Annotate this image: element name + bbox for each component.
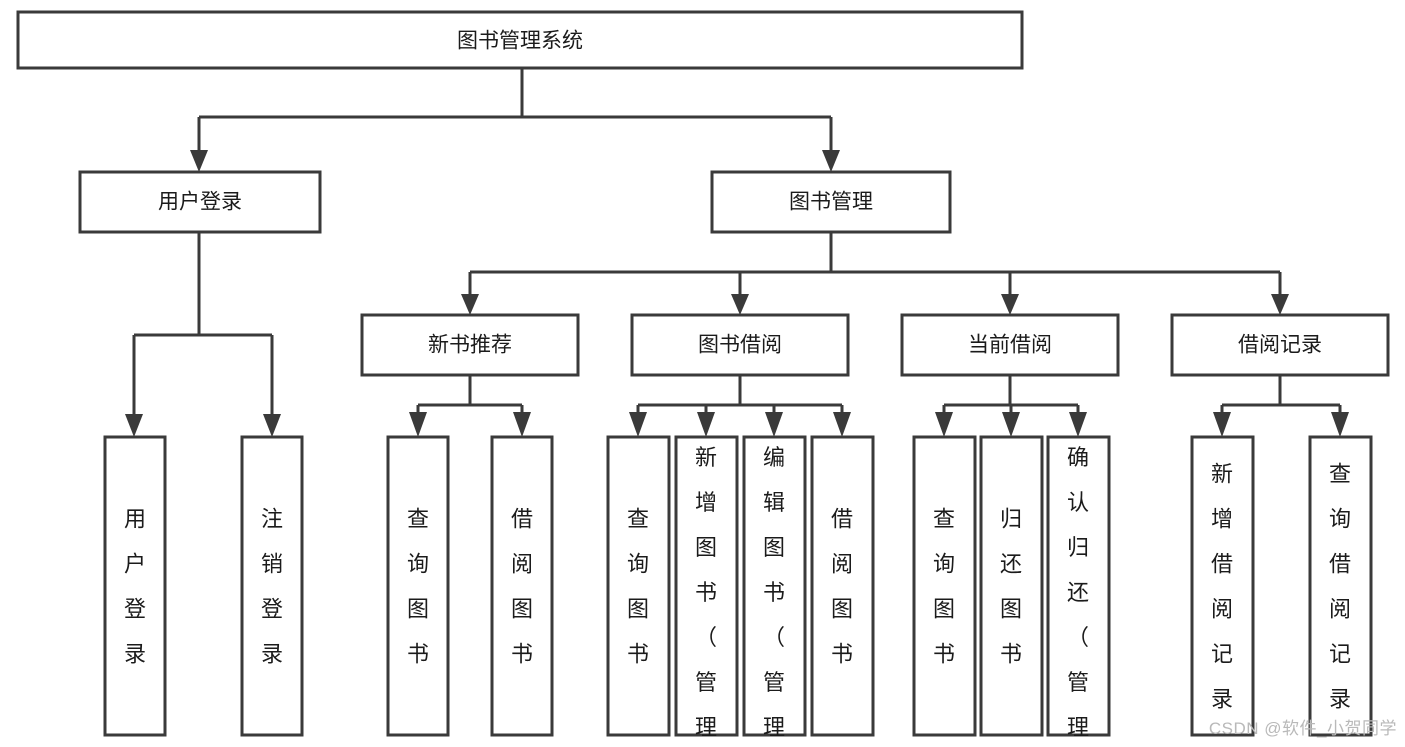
leaf-node[interactable]: 确认归还（管理员）	[1046, 435, 1111, 747]
node-new-book-recommend[interactable]: 新书推荐	[360, 313, 580, 377]
arrow-head-borrow-leaf-2	[697, 412, 715, 437]
arrow-head-book-borrow	[731, 294, 749, 315]
leaf-current-confirm-return-box[interactable]	[1046, 435, 1111, 737]
leaf-borrow-borrow-book-label: 借阅图书	[831, 507, 853, 667]
arrow-head-current-leaf-1	[935, 412, 953, 437]
leaf-record-query-label: 查询借阅记录	[1329, 462, 1351, 712]
node-new-book-recommend-box[interactable]	[360, 313, 580, 377]
node-book-borrow-label: 图书借阅	[698, 334, 782, 357]
leaf-recommend-borrow-book-label: 借阅图书	[511, 507, 533, 667]
leaf-node[interactable]: 查询图书	[912, 435, 977, 737]
leaf-current-query-book-box[interactable]	[912, 435, 977, 737]
arrow-head-user-login	[190, 150, 208, 172]
leaf-node[interactable]: 查询借阅记录	[1308, 435, 1373, 737]
arrow-head-current-leaf-3	[1069, 412, 1087, 437]
node-user-login-label: 用户登录	[158, 191, 242, 214]
leaf-node[interactable]: 用户登录	[103, 435, 167, 737]
node-book-manage[interactable]: 图书管理	[710, 170, 952, 234]
leaf-user-login-label: 用户登录	[124, 507, 146, 667]
node-book-borrow[interactable]: 图书借阅	[630, 313, 850, 377]
leaf-record-query-box[interactable]	[1308, 435, 1373, 737]
node-root-box[interactable]	[16, 10, 1024, 70]
node-borrow-record[interactable]: 借阅记录	[1170, 313, 1390, 377]
arrow-head-recommend-leaf-1	[409, 412, 427, 437]
leaf-current-confirm-return-label: 确认归还（管理员）	[1067, 445, 1089, 747]
leaf-borrow-add-book-box[interactable]	[674, 435, 739, 737]
leaf-current-return-book-label: 归还图书	[1000, 507, 1022, 667]
csdn-watermark: CSDN @软件_小贺同学	[1208, 719, 1397, 738]
leaf-user-login-box[interactable]	[103, 435, 167, 737]
leaf-node[interactable]: 归还图书	[979, 435, 1044, 737]
leaf-record-add-box[interactable]	[1190, 435, 1255, 737]
node-current-borrow-label: 当前借阅	[968, 334, 1052, 357]
node-book-manage-label: 图书管理	[789, 191, 873, 214]
leaf-node[interactable]: 查询图书	[386, 435, 450, 737]
node-book-borrow-box[interactable]	[630, 313, 850, 377]
arrow-head-borrow-leaf-4	[833, 412, 851, 437]
leaf-logout-label: 注销登录	[261, 507, 283, 667]
leaf-recommend-query-book-box[interactable]	[386, 435, 450, 737]
leaf-node[interactable]: 借阅图书	[810, 435, 875, 737]
arrow-head-borrow-leaf-3	[765, 412, 783, 437]
arrow-head-book-manage	[822, 150, 840, 172]
node-user-login[interactable]: 用户登录	[78, 170, 322, 234]
node-current-borrow[interactable]: 当前借阅	[900, 313, 1120, 377]
node-borrow-record-label: 借阅记录	[1238, 334, 1322, 357]
arrow-head-current-borrow	[1001, 294, 1019, 315]
arrow-head-recommend-leaf-2	[513, 412, 531, 437]
node-book-manage-box[interactable]	[710, 170, 952, 234]
arrow-head-current-leaf-2	[1002, 412, 1020, 437]
arrow-head-borrow-leaf-1	[629, 412, 647, 437]
connector-layer	[125, 68, 1349, 437]
arrow-head-record-leaf-2	[1331, 412, 1349, 437]
leaf-borrow-query-book-label: 查询图书	[627, 507, 649, 667]
leaf-node[interactable]: 查询图书	[606, 435, 671, 737]
arrow-head-record-leaf-1	[1213, 412, 1231, 437]
leaf-borrow-add-book-label: 新增图书（管理员）	[695, 445, 717, 747]
node-current-borrow-box[interactable]	[900, 313, 1120, 377]
leaf-node[interactable]: 注销登录	[240, 435, 304, 737]
leaf-logout-box[interactable]	[240, 435, 304, 737]
leaf-borrow-edit-book-box[interactable]	[742, 435, 807, 737]
node-user-login-box[interactable]	[78, 170, 322, 234]
leaf-node[interactable]: 新增借阅记录	[1190, 435, 1255, 737]
leaf-node[interactable]: 借阅图书	[490, 435, 554, 737]
leaf-recommend-borrow-book-box[interactable]	[490, 435, 554, 737]
node-root-label: 图书管理系统	[457, 30, 583, 53]
arrow-head-leaf-logout	[263, 414, 281, 437]
leaf-record-add-label: 新增借阅记录	[1211, 462, 1233, 712]
leaf-node[interactable]: 编辑图书（管理员）	[742, 435, 807, 747]
leaf-borrow-borrow-book-box[interactable]	[810, 435, 875, 737]
leaf-borrow-query-book-box[interactable]	[606, 435, 671, 737]
leaf-node[interactable]: 新增图书（管理员）	[674, 435, 739, 747]
node-borrow-record-box[interactable]	[1170, 313, 1390, 377]
leaf-current-return-book-box[interactable]	[979, 435, 1044, 737]
leaf-borrow-edit-book-label: 编辑图书（管理员）	[763, 445, 785, 747]
leaf-recommend-query-book-label: 查询图书	[407, 507, 429, 667]
arrow-head-borrow-record	[1271, 294, 1289, 315]
node-root[interactable]: 图书管理系统	[16, 10, 1024, 70]
leaf-current-query-book-label: 查询图书	[933, 507, 955, 667]
arrow-head-leaf-user-login	[125, 414, 143, 437]
node-new-book-recommend-label: 新书推荐	[428, 334, 512, 357]
arrow-head-new-book-recommend	[461, 294, 479, 315]
